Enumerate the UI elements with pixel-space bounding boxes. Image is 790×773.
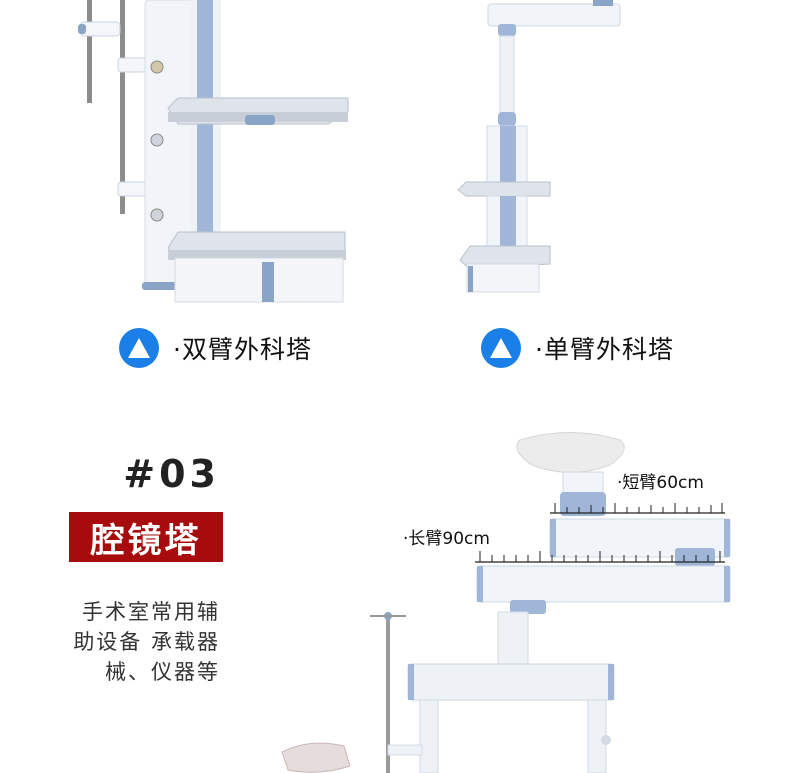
triangle-badge-icon	[481, 328, 521, 368]
section-number: #03	[123, 452, 220, 496]
section-description: 手术室常用辅助设备 承载器械、仪器等	[73, 600, 220, 684]
dual-arm-tower-image	[78, 0, 349, 303]
laparoscopic-tower-image	[281, 432, 731, 773]
triangle-badge-icon	[119, 328, 159, 368]
section-title: 腔镜塔	[69, 512, 223, 562]
product-name-dual-arm: ·双臂外科塔	[173, 335, 312, 364]
product-caption-dual-arm: ·双臂外科塔	[119, 328, 312, 368]
short-arm-dimension-label: ·短臂60cm	[617, 473, 704, 493]
product-caption-single-arm: ·单臂外科塔	[481, 328, 674, 368]
single-arm-tower-image	[457, 0, 621, 293]
product-name-single-arm: ·单臂外科塔	[535, 335, 674, 364]
long-arm-dimension-label: ·长臂90cm	[403, 529, 490, 549]
